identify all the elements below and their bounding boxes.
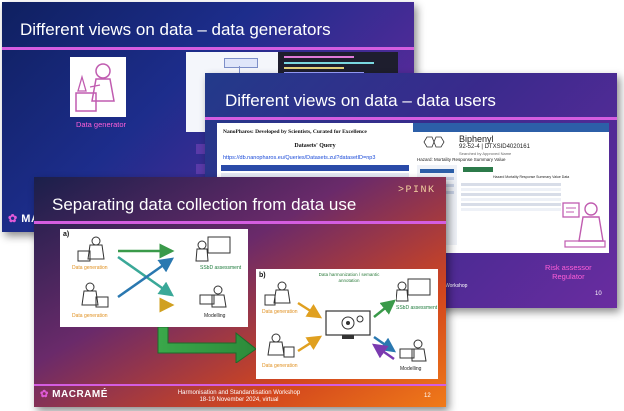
macrame-logo-text: MACRAMÉ [52,389,108,400]
modelling-person-icon [196,285,232,309]
panel-b-arrows [297,299,397,361]
macrame-logo-icon: ✿ [40,389,49,400]
arrow-harmonize-model [373,335,397,353]
lab-scientist-icon [264,333,296,359]
macrame-logo: ✿ MACRAMÉ [40,389,108,400]
arrow-gen2-harmonize [297,335,323,353]
lab-scientist-icon [76,235,110,263]
panel-b-label: b) [259,272,266,279]
title-rule [205,117,617,120]
lab-scientist-icon [75,63,115,112]
slide-separating-data: Separating data collection from data use… [34,177,446,407]
page-number: 10 [595,291,602,297]
title-rule [34,221,446,224]
biphenyl-structure-icon [421,135,445,149]
risk-assessor-caption: Risk assessor Regulator [545,263,592,281]
compound-ids: 92-52-4 | DTXSID4020161 [459,144,530,150]
footer-line-1: Harmonisation and Standardisation Worksh… [177,390,301,396]
workflow-node-small [196,144,208,154]
data-generator-illustration [70,57,126,117]
ssbd-assessment-label: SSbD assessment [396,305,438,311]
risk-assessor-icon [562,202,606,248]
panel-a-label: a) [63,231,70,238]
nanopharos-query-heading: Datasets' Query [294,143,336,149]
arrow-gen1-model [117,255,175,297]
arrow-model-harmonize [371,343,395,361]
data-generator-caption: Data generator [76,120,127,129]
modelling-label: Modelling [400,366,422,372]
data-generation-label: Data generation [72,265,108,271]
hazard-chart-title: Hazard Mortality Response Summary Value … [493,175,570,179]
workflow-node [224,58,258,68]
hazard-heading: Hazard: Mortality Response Summary Value [417,157,506,162]
slide-title: Different views on data – data generator… [20,20,331,39]
nanopharos-link[interactable]: https://db.nanopharos.eu/Queries/Dataset… [223,155,376,161]
footer-rule [34,384,446,386]
comptox-navbar [413,123,609,132]
ssbd-assessment-label: SSbD assessment [200,265,242,271]
footer-fragment: Workshop [445,283,468,289]
role-line-1: Risk assessor [545,263,592,272]
title-rule [2,47,414,50]
nanopharos-table-row [221,173,409,177]
slide-title: Different views on data – data users [225,91,496,110]
footer-line-2: 18-19 November 2024, virtual [199,397,279,403]
nanopharos-table-header [221,165,409,171]
arrow-harmonize-assess [373,299,396,318]
compound-name: Biphenyl [459,134,494,144]
page-number: 12 [424,393,431,399]
macrame-logo-icon: ✿ [8,213,18,225]
lab-scientist-icon [264,281,296,307]
lab-scientist-icon [76,281,110,309]
panel-a-diagram: a) Data generation Data generation SSbD … [60,229,248,327]
hazard-data-table [461,183,561,233]
nanopharos-brand: NanoPharos: Developed by Scientists, Cur… [223,129,367,135]
harmonization-label: Data harmonization / semantic annotation [318,272,380,283]
role-line-2: Regulator [552,272,585,281]
data-generation-label: Data generation [262,363,298,369]
compound-search-note: Searched by Approved Name [459,151,512,156]
transition-arrow [157,327,257,363]
data-generation-label: Data generation [262,309,298,315]
modelling-label: Modelling [204,313,226,319]
slide-title: Separating data collection from data use [52,195,357,214]
modelling-person-icon [396,339,432,363]
panel-a-arrows [117,243,175,313]
computer-gears-icon [322,309,374,343]
pink-project-logo: >PINK [398,185,436,196]
panel-b-diagram: b) Data harmonization / semantic annotat… [256,269,438,379]
presenter-icon [194,235,234,263]
slide-footer: Harmonisation and Standardisation Worksh… [164,390,314,404]
presenter-icon [395,277,434,303]
export-button[interactable] [463,167,493,172]
arrow-gen2-assess [117,257,175,299]
workflow-node-small [196,164,208,174]
arrow-gen1-harmonize [297,301,323,319]
risk-assessor-illustration [561,197,609,253]
data-generation-label: Data generation [72,313,108,319]
